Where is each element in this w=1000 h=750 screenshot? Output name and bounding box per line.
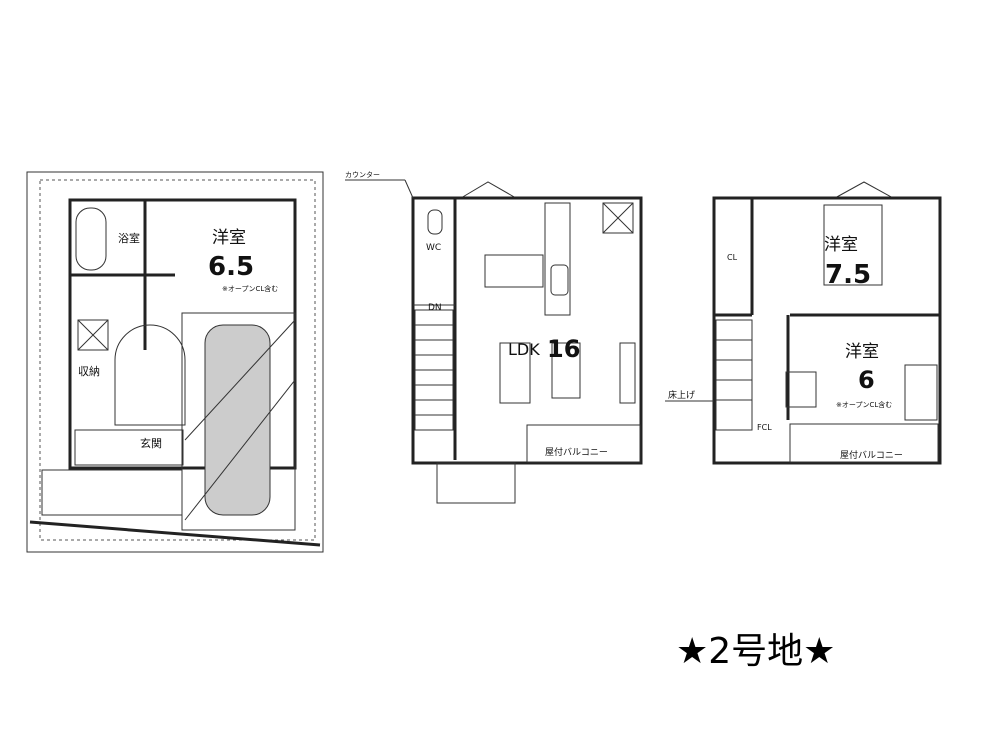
room1-label: 洋室 (824, 235, 858, 255)
dn-label: DN (428, 303, 442, 313)
fcl-label: FCL (757, 423, 772, 432)
canopy (436, 462, 516, 504)
car (204, 324, 271, 516)
bed (823, 204, 883, 286)
building-wall (411, 196, 643, 465)
roof-mark (834, 181, 894, 199)
counter-label: カウンター (345, 170, 380, 179)
toilet (427, 209, 443, 235)
stairs (715, 319, 753, 431)
room2-note: ※オープンCL含む (836, 400, 892, 409)
shoe-box (77, 319, 109, 351)
balcony (526, 424, 641, 463)
entrance-label: 玄関 (140, 436, 162, 450)
room-note: ※オープンCL含む (222, 284, 278, 293)
sofa (499, 342, 531, 404)
lot-title: ★2号地★ (676, 631, 836, 672)
building-wall (712, 196, 942, 465)
floor-1-plan: 浴室 洋室 6.5 ※オープンCL含む 収納 玄関 (26, 171, 324, 553)
room1-size: 7.5 (825, 260, 871, 290)
garage (181, 312, 296, 531)
desk (785, 371, 817, 408)
balcony-label: 屋付バルコニー (545, 447, 608, 458)
floor-3-plan: 洋室 7.5 洋室 6 ※オープンCL含む CL FCL 床上げ 屋付バルコニー (665, 181, 942, 465)
room-label: 洋室 (212, 228, 246, 248)
cl-label: CL (727, 253, 738, 262)
closet (904, 364, 938, 421)
room2-size: 6 (858, 366, 875, 394)
room-size: 6.5 (208, 252, 254, 282)
balcony-label: 屋付バルコニー (840, 450, 903, 461)
kitchen-counter (544, 202, 571, 316)
wc-label: WC (426, 243, 441, 253)
stairs (414, 309, 454, 431)
ldk-label: LDK (508, 340, 540, 359)
coffee-table (551, 342, 581, 399)
door-swing (114, 324, 186, 426)
approach-tiles (41, 469, 183, 516)
bathtub (75, 207, 107, 271)
balcony (789, 423, 939, 463)
sink (550, 264, 569, 296)
bath-label: 浴室 (118, 231, 140, 245)
entrance-tiles (74, 429, 184, 466)
room2-label: 洋室 (845, 342, 879, 362)
raised-floor-label: 床上げ (668, 389, 695, 401)
storage-label: 収納 (78, 365, 100, 378)
site-boundary (26, 171, 324, 553)
fridge (602, 202, 634, 234)
tv-stand (619, 342, 636, 404)
road-edge (29, 520, 321, 547)
roof-mark (460, 181, 517, 199)
floor-2-plan: カウンター WC DN LDK 16 屋付バルコニー (345, 170, 643, 504)
garden-area (39, 179, 316, 541)
dining-table (484, 254, 544, 288)
ldk-size: 16 (547, 335, 580, 363)
